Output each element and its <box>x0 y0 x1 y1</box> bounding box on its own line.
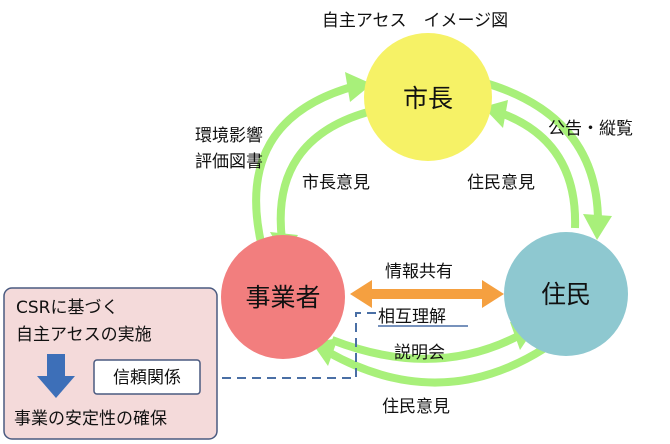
arrow-residents-to-mayor <box>496 108 580 229</box>
label-eia-line2: 評価図書 <box>195 152 263 172</box>
down-arrow-icon <box>37 354 75 398</box>
arrow-residents-to-business <box>326 344 548 387</box>
label-resident-opinion-top: 住民意見 <box>467 173 535 193</box>
label-resident-opinion-bottom: 住民意見 <box>382 397 450 417</box>
arrow-mayor-to-business <box>276 108 370 241</box>
business-node <box>221 235 345 359</box>
arrow-business-to-residents <box>330 331 522 363</box>
trust-label: 信頼関係 <box>113 368 181 388</box>
label-notice: 公告・縦覧 <box>548 119 633 139</box>
mayor-label: 市長 <box>403 84 453 113</box>
stability-label: 事業の安定性の確保 <box>14 409 167 429</box>
label-mutual-understanding: 相互理解 <box>378 307 446 327</box>
mayor-node <box>364 33 492 161</box>
csr-line2: 自主アセスの実施 <box>16 325 152 345</box>
trust-box <box>93 359 201 395</box>
arrow-mayor-to-residents <box>480 78 602 223</box>
arrow-head-business-to-mayor <box>345 72 372 102</box>
arrow-business-to-mayor <box>252 82 357 248</box>
label-briefing: 説明会 <box>394 343 445 363</box>
diagram-title: 自主アセス イメージ図 <box>322 11 508 31</box>
residents-label: 住民 <box>541 280 591 309</box>
info-share-arrow <box>350 280 504 308</box>
label-mayor-opinion: 市長意見 <box>302 173 370 193</box>
arrow-head-mayor-to-residents <box>583 214 612 240</box>
csr-line1: CSRに基づく <box>16 298 118 318</box>
business-label: 事業者 <box>245 283 320 312</box>
residents-node <box>504 232 628 356</box>
label-info-share: 情報共有 <box>385 262 453 282</box>
label-eia-line1: 環境影響 <box>195 126 263 146</box>
